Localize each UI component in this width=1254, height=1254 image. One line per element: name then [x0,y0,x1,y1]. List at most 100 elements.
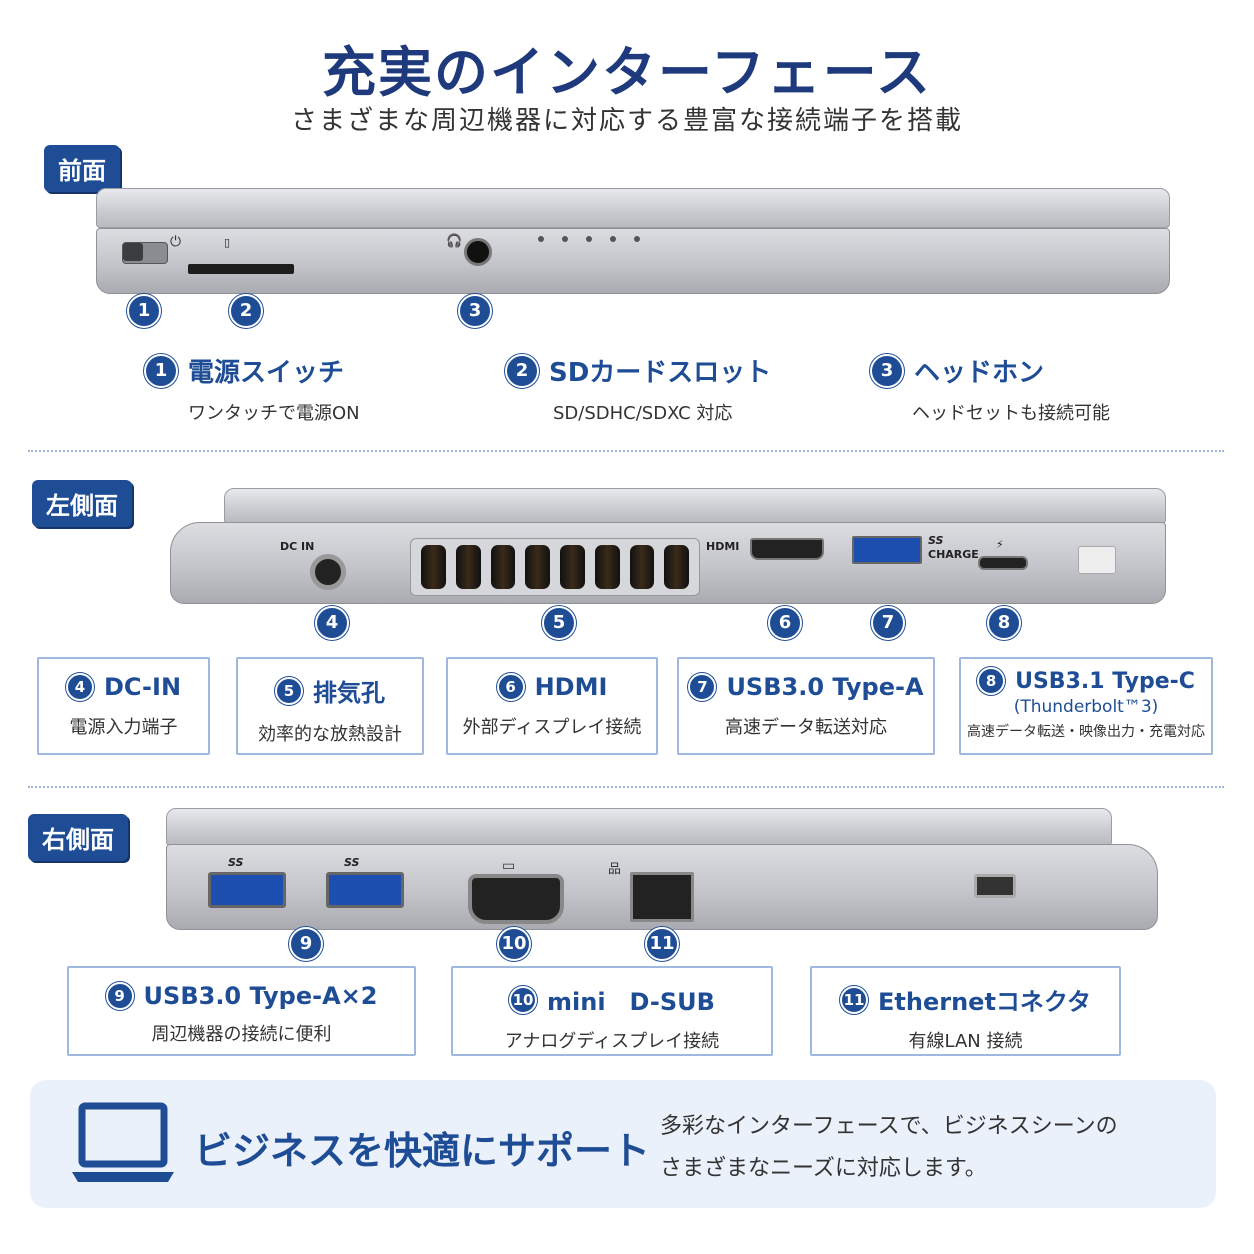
feature-desc: 高速データ転送対応 [725,717,887,738]
feature-title: SDカードスロット [549,358,772,388]
vent-slot [560,545,585,589]
feature-number: 3 [870,353,904,388]
feature-title: Ethernetコネクタ [878,988,1091,1016]
feature-desc: 高速データ転送・映像出力・充電対応 [967,724,1205,740]
led-indicator [538,236,544,242]
section-tag-left: 左側面 [32,480,132,527]
banner-line-1: 多彩なインターフェースで、ビジネスシーンの [660,1114,1118,1139]
section-tag-right: 右側面 [28,814,128,861]
feature-desc: 電源入力端子 [69,717,178,738]
dc-in-port [310,554,346,590]
feature-dc-in: 4 DC-IN 電源入力端子 [37,657,210,755]
banner-headline: ビジネスを快適にサポート [194,1129,651,1173]
feature-usb-a-x2: 9 USB3.0 Type-A×2 周辺機器の接続に便利 [67,966,416,1056]
feature-ethernet: 11 Ethernetコネクタ 有線LAN 接続 [810,966,1121,1056]
vent-slot [421,545,446,589]
led-indicator [634,236,640,242]
vent-slot [629,545,655,589]
feature-headphone: 3 ヘッドホン ヘッドセットも接続可能 [870,352,1110,425]
section-divider [28,786,1224,788]
laptop-lid [96,188,1170,228]
page-subtitle: さまざまな周辺機器に対応する豊富な接続端子を搭載 [290,106,963,136]
network-icon: 品 [608,862,622,877]
feature-title: USB3.1 Type-C [1015,668,1195,694]
dc-in-label: DC IN [280,540,315,553]
callout-number-9: 9 [289,927,323,961]
feature-number: 9 [105,982,134,1010]
feature-title: mini D-SUB [547,988,715,1016]
section-tag-front: 前面 [44,145,120,192]
ss-usb-icon: SS [344,856,360,869]
led-indicator [586,236,592,242]
vent-slot [525,545,550,589]
feature-desc: 外部ディスプレイ接続 [462,717,642,738]
headphone-icon: 🎧 [446,234,463,249]
feature-desc: ヘッドセットも接続可能 [912,403,1110,424]
callout-number-3: 3 [458,294,492,328]
feature-number: 4 [65,673,94,701]
monitor-icon: ▭ [502,858,516,874]
vent-slot [490,545,516,589]
callout-number-2: 2 [229,294,263,328]
left-side-laptop-image: DC IN HDMI SS CHARGE ⚡ [170,488,1166,606]
hdmi-port [750,538,824,560]
vent-slot [455,545,481,589]
sd-icon: ▯ [224,236,231,249]
laptop-lid [224,488,1166,524]
feature-power-switch: 1 電源スイッチ ワンタッチで電源ON [144,352,360,425]
security-slot [1078,546,1116,574]
feature-title: DC-IN [103,673,182,701]
feature-hdmi: 6 HDMI 外部ディスプレイ接続 [446,657,658,755]
hdmi-logo: HDMI [706,540,740,553]
feature-number: 10 [509,985,538,1014]
feature-title: ヘッドホン [914,358,1045,388]
led-indicator [562,236,568,242]
feature-usb-a: 7 USB3.0 Type-A 高速データ転送対応 [677,657,935,755]
feature-number: 11 [840,985,869,1014]
right-side-laptop-image: SS SS ▭ 品 [166,808,1162,932]
feature-title: USB3.0 Type-A×2 [143,982,378,1010]
power-icon: ⏻ [170,234,182,250]
status-leds [538,236,640,242]
charge-label: CHARGE [928,548,979,561]
thunderbolt-icon: ⚡ [996,538,1004,551]
feature-sd-slot: 2 SDカードスロット SD/SDHC/SDXC 対応 [505,352,771,425]
callout-number-7: 7 [871,606,905,640]
vent-slot [664,545,689,589]
feature-desc: 有線LAN 接続 [908,1031,1023,1052]
feature-desc: ワンタッチで電源ON [188,403,360,424]
feature-number: 1 [144,353,178,388]
ss-usb-icon: SS [928,534,944,547]
feature-exhaust: 5 排気孔 効率的な放熱設計 [236,657,424,755]
feature-number: 6 [496,673,525,701]
sd-slot [188,264,294,274]
feature-desc: 効率的な放熱設計 [258,724,402,745]
vga-port [468,874,564,924]
usb-a-port [326,872,404,908]
feature-number: 8 [977,667,1006,695]
laptop-icon [70,1102,176,1190]
feature-number: 5 [275,676,303,705]
callout-number-10: 10 [497,927,531,961]
callout-number-6: 6 [768,606,802,640]
feature-title: 電源スイッチ [188,358,345,388]
feature-number: 2 [505,353,539,388]
usb-c-port [978,556,1028,570]
feature-title: HDMI [534,673,608,701]
callout-number-4: 4 [315,606,349,640]
callout-number-11: 11 [645,927,679,961]
ethernet-port [630,872,694,922]
feature-mini-dsub: 10 mini D-SUB アナログディスプレイ接続 [451,966,773,1056]
security-lock-slot [974,874,1016,898]
callout-number-5: 5 [542,606,576,640]
front-laptop-image: ⏻ ▯ 🎧 [96,188,1170,294]
power-switch [122,242,168,264]
feature-desc: 周辺機器の接続に便利 [151,1024,332,1045]
usb-a-port [852,536,922,564]
usb-a-port [208,872,286,908]
feature-usb-c: 8 USB3.1 Type-C (Thunderbolt™3) 高速データ転送・… [959,657,1213,755]
summary-banner: ビジネスを快適にサポート 多彩なインターフェースで、ビジネスシーンの さまざまな… [30,1080,1216,1208]
callout-number-8: 8 [987,606,1021,640]
led-indicator [610,236,616,242]
ss-usb-icon: SS [228,856,244,869]
